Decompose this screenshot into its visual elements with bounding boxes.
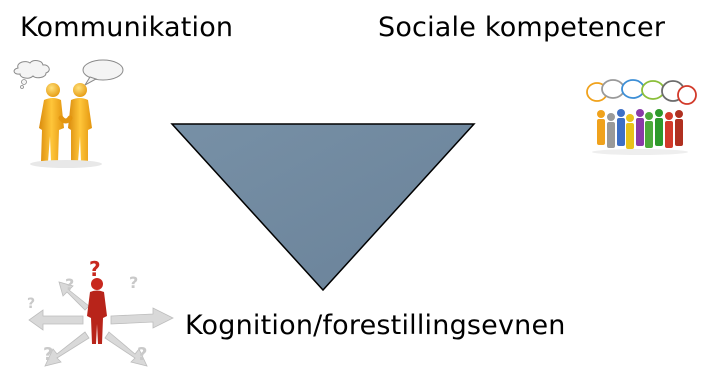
group-speech-bubbles-icon bbox=[586, 79, 697, 155]
two-people-talking-icon bbox=[13, 59, 124, 168]
thought-bubble-icon bbox=[13, 60, 50, 89]
person-left-icon bbox=[39, 83, 64, 162]
red-person-icon: ? bbox=[87, 257, 107, 344]
speech-bubble-icon bbox=[82, 59, 124, 87]
question-person-arrows-icon: ? ? ? ? ? ? bbox=[27, 257, 174, 367]
person-right-icon bbox=[68, 83, 92, 162]
inverted-triangle bbox=[170, 123, 476, 292]
crowd-people-icon bbox=[597, 109, 683, 149]
svg-text:?: ? bbox=[129, 273, 138, 292]
svg-text:?: ? bbox=[137, 344, 147, 365]
label-sociale-kompetencer: Sociale kompetencer bbox=[378, 12, 666, 43]
svg-text:?: ? bbox=[65, 275, 74, 294]
svg-text:?: ? bbox=[43, 344, 53, 365]
svg-text:?: ? bbox=[89, 257, 101, 281]
svg-text:?: ? bbox=[27, 296, 35, 312]
label-kognition: Kognition/forestillingsevnen bbox=[185, 310, 566, 341]
grey-question-marks-icon: ? ? ? ? ? bbox=[27, 273, 147, 365]
grey-arrows-icon bbox=[28, 281, 174, 367]
label-kommunikation: Kommunikation bbox=[20, 12, 234, 43]
colored-bubbles-icon bbox=[586, 79, 697, 105]
